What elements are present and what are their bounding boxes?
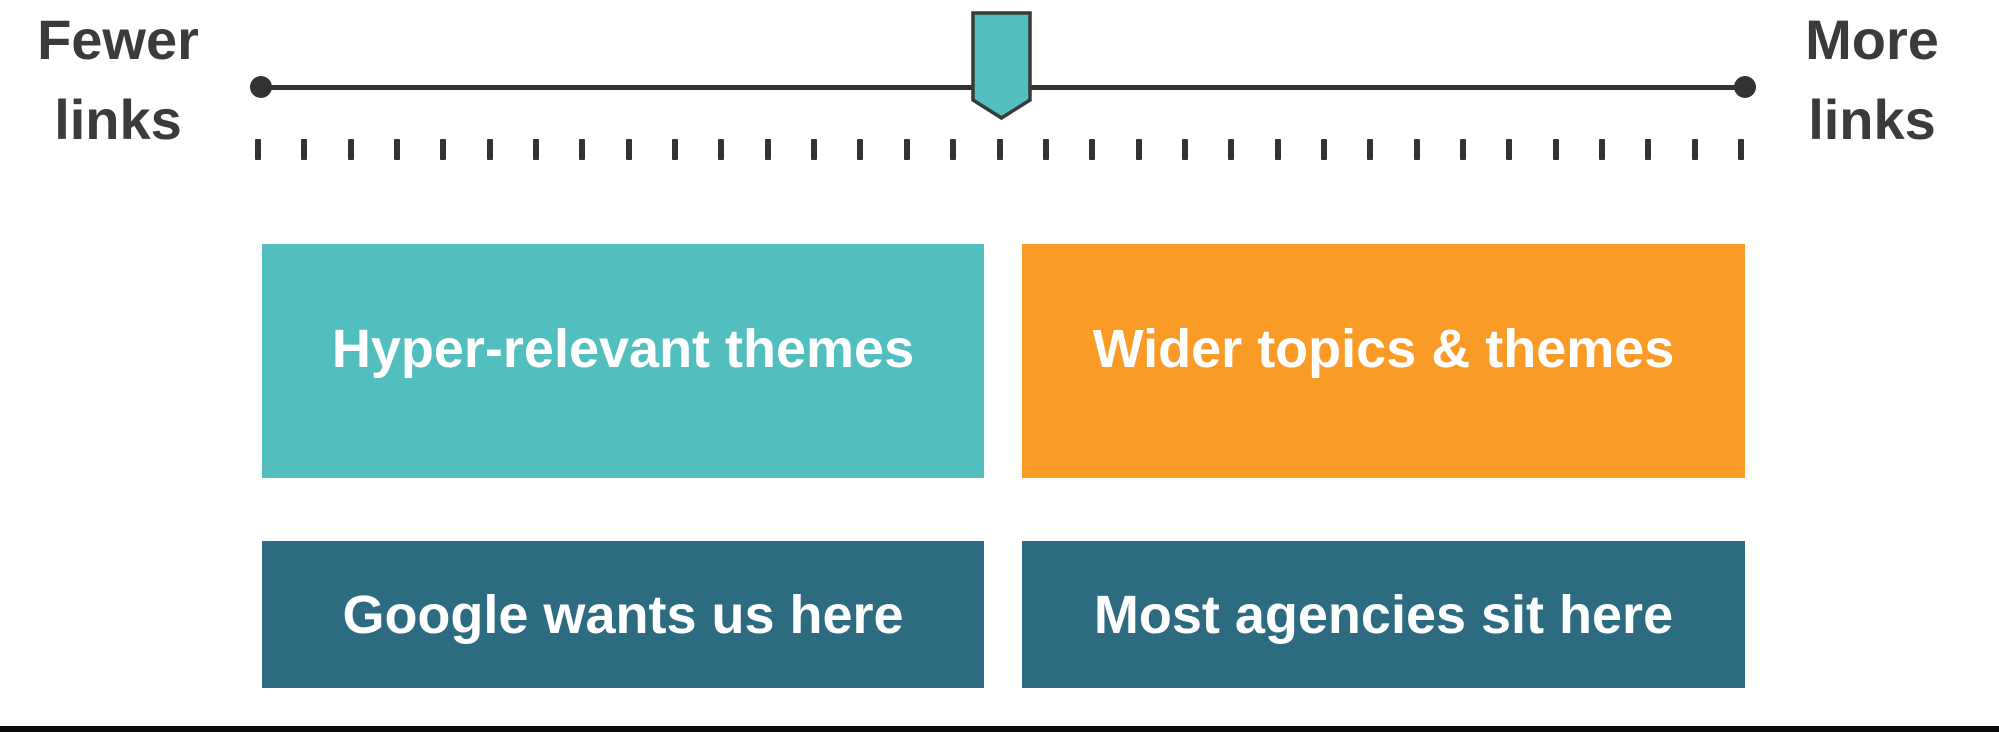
- bottom-divider-bar: [0, 726, 1999, 732]
- ruler-tick: [1691, 139, 1698, 160]
- ruler-tick: [1413, 139, 1420, 160]
- more-links-line2: links: [1808, 88, 1936, 151]
- more-links-label: More links: [1762, 0, 1982, 160]
- slider-track-right-endpoint: [1734, 76, 1756, 98]
- ruler-tick: [625, 139, 632, 160]
- ruler-tick: [1181, 139, 1188, 160]
- box-hyper-relevant-themes-label: Hyper-relevant themes: [331, 319, 915, 379]
- ruler-tick: [1042, 139, 1049, 160]
- ruler-tick: [764, 139, 771, 160]
- fewer-links-line2: links: [54, 88, 182, 151]
- ruler-tick: [718, 139, 725, 160]
- ruler-tick: [903, 139, 910, 160]
- ruler-tick: [672, 139, 679, 160]
- box-most-agencies-sit-here: Most agencies sit here: [1022, 541, 1745, 688]
- ruler-tick: [1274, 139, 1281, 160]
- box-google-wants-us-here: Google wants us here: [262, 541, 984, 688]
- ruler-tick: [347, 139, 354, 160]
- ruler-tick: [1367, 139, 1374, 160]
- slider-marker-icon[interactable]: [971, 11, 1032, 121]
- ruler-tick: [394, 139, 401, 160]
- ruler-tick: [1738, 139, 1744, 160]
- ruler-tick: [1135, 139, 1142, 160]
- ruler-tick: [950, 139, 957, 160]
- slider-marker-shape: [971, 11, 1032, 121]
- ruler-tick: [1320, 139, 1327, 160]
- box-most-agencies-sit-here-label: Most agencies sit here: [1093, 584, 1674, 645]
- box-wider-topics-themes-label: Wider topics & themes: [1092, 319, 1675, 379]
- ruler-tick: [255, 139, 261, 160]
- slider-track-left-endpoint: [250, 76, 272, 98]
- fewer-links-line1: Fewer: [37, 8, 199, 71]
- ruler-tick: [579, 139, 586, 160]
- ruler-tick: [1089, 139, 1096, 160]
- ruler-tick: [1506, 139, 1513, 160]
- ruler-tick: [996, 139, 1003, 160]
- box-google-wants-us-here-label: Google wants us here: [342, 584, 904, 645]
- box-wider-topics-themes: Wider topics & themes: [1022, 244, 1745, 478]
- ruler-tick: [1598, 139, 1605, 160]
- more-links-line1: More: [1805, 8, 1939, 71]
- ruler-tick: [857, 139, 864, 160]
- ruler-tick: [533, 139, 540, 160]
- box-hyper-relevant-themes: Hyper-relevant themes: [262, 244, 984, 478]
- ruler-tick: [1645, 139, 1652, 160]
- ruler-tick: [1228, 139, 1235, 160]
- ruler-tick: [1459, 139, 1466, 160]
- ruler-tick: [440, 139, 447, 160]
- fewer-links-label: Fewer links: [8, 0, 228, 160]
- ruler-ticks: [255, 139, 1744, 160]
- ruler-tick: [1552, 139, 1559, 160]
- ruler-tick: [811, 139, 818, 160]
- ruler-tick: [301, 139, 308, 160]
- ruler-tick: [486, 139, 493, 160]
